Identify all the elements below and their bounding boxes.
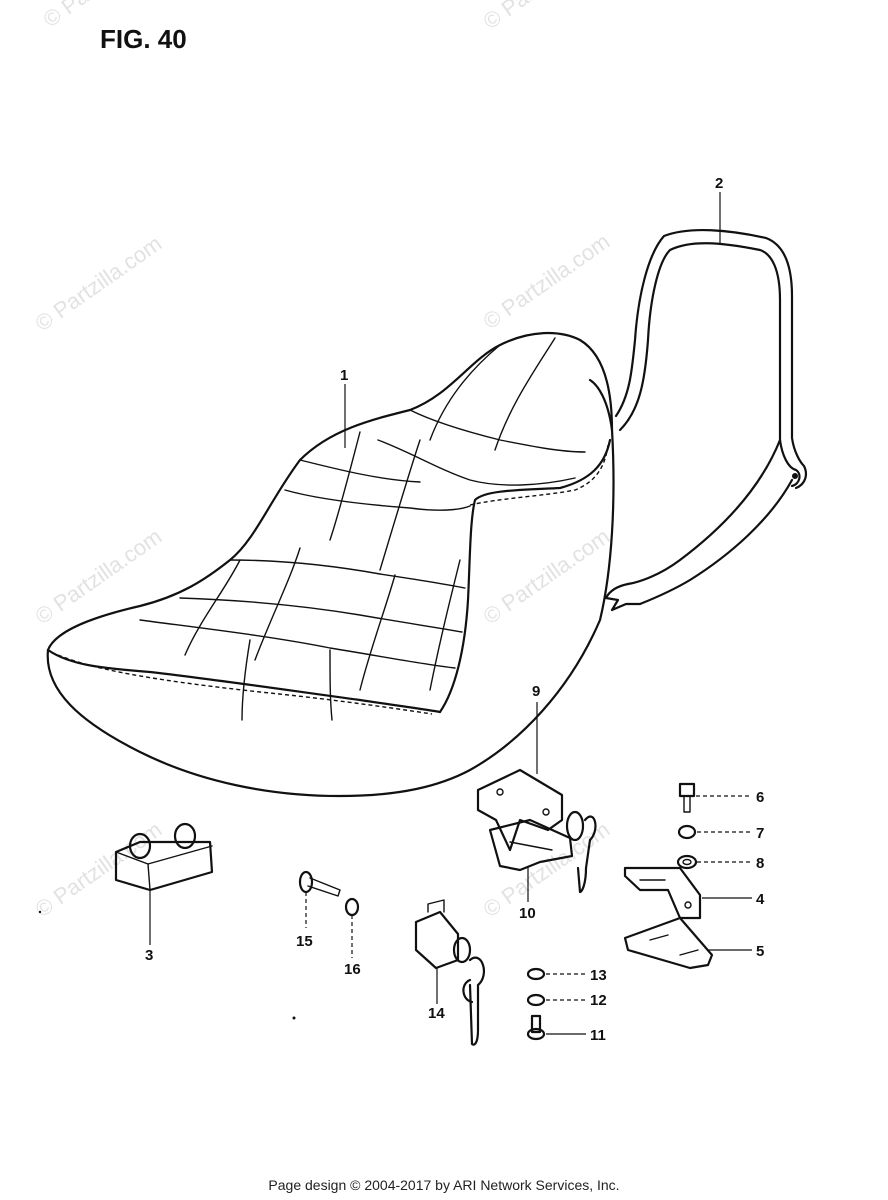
callout-10[interactable]: 10: [519, 905, 536, 922]
callout-2[interactable]: 2: [715, 175, 723, 192]
callout-13[interactable]: 13: [590, 967, 607, 984]
callout-6[interactable]: 6: [756, 789, 764, 806]
washer-13-drawing[interactable]: [526, 967, 546, 981]
callout-11[interactable]: 11: [590, 1027, 606, 1044]
lock-bracket-drawing[interactable]: [476, 768, 564, 852]
watermark-5: © Partzilla.com: [31, 524, 167, 630]
nut-7-drawing[interactable]: [677, 824, 697, 840]
watermarks: © Partzilla.com © Partzilla.com © Partzi…: [31, 0, 615, 922]
washer-8-drawing[interactable]: [676, 854, 698, 870]
watermark-2: © Partzilla.com: [479, 0, 615, 34]
washer-16-drawing[interactable]: [344, 897, 360, 917]
callout-7[interactable]: 7: [756, 825, 764, 842]
callout-1[interactable]: 1: [340, 367, 348, 384]
watermark-6: © Partzilla.com: [479, 524, 615, 630]
callouts: 1 2 3 4 5 6 7 8 9 10 11 12 13 14 15 16: [145, 175, 765, 1044]
bolt-6-drawing[interactable]: [678, 782, 696, 813]
callout-9[interactable]: 9: [532, 683, 540, 700]
scan-dot: [292, 1016, 296, 1020]
callout-8[interactable]: 8: [756, 855, 764, 872]
scan-dot: [38, 910, 42, 914]
seat-bracket-drawing[interactable]: [623, 866, 702, 920]
rubber-cushion-drawing[interactable]: [114, 822, 214, 892]
seat-lock-drawing[interactable]: [488, 810, 597, 894]
seat-plate-drawing[interactable]: [623, 916, 714, 970]
grab-rail-drawing[interactable]: [604, 229, 807, 612]
watermark-3: © Partzilla.com: [31, 231, 167, 337]
seat-drawing[interactable]: [46, 332, 615, 798]
callout-12[interactable]: 12: [590, 992, 607, 1009]
watermark-4: © Partzilla.com: [479, 229, 615, 335]
callout-4[interactable]: 4: [756, 891, 765, 908]
leader-lines: [149, 192, 752, 1035]
callout-15[interactable]: 15: [296, 933, 313, 950]
callout-14[interactable]: 14: [428, 1005, 445, 1022]
callout-3[interactable]: 3: [145, 947, 153, 964]
washer-12-drawing[interactable]: [526, 993, 546, 1007]
screw-11-drawing[interactable]: [526, 1014, 546, 1041]
helmet-lock-drawing[interactable]: [414, 899, 486, 1046]
figure-title: FIG. 40: [100, 24, 187, 54]
callout-16[interactable]: 16: [344, 961, 361, 978]
watermark-7: © Partzilla.com: [31, 817, 167, 923]
footer-credit: Page design © 2004-2017 by ARI Network S…: [268, 1177, 619, 1193]
callout-5[interactable]: 5: [756, 943, 764, 960]
